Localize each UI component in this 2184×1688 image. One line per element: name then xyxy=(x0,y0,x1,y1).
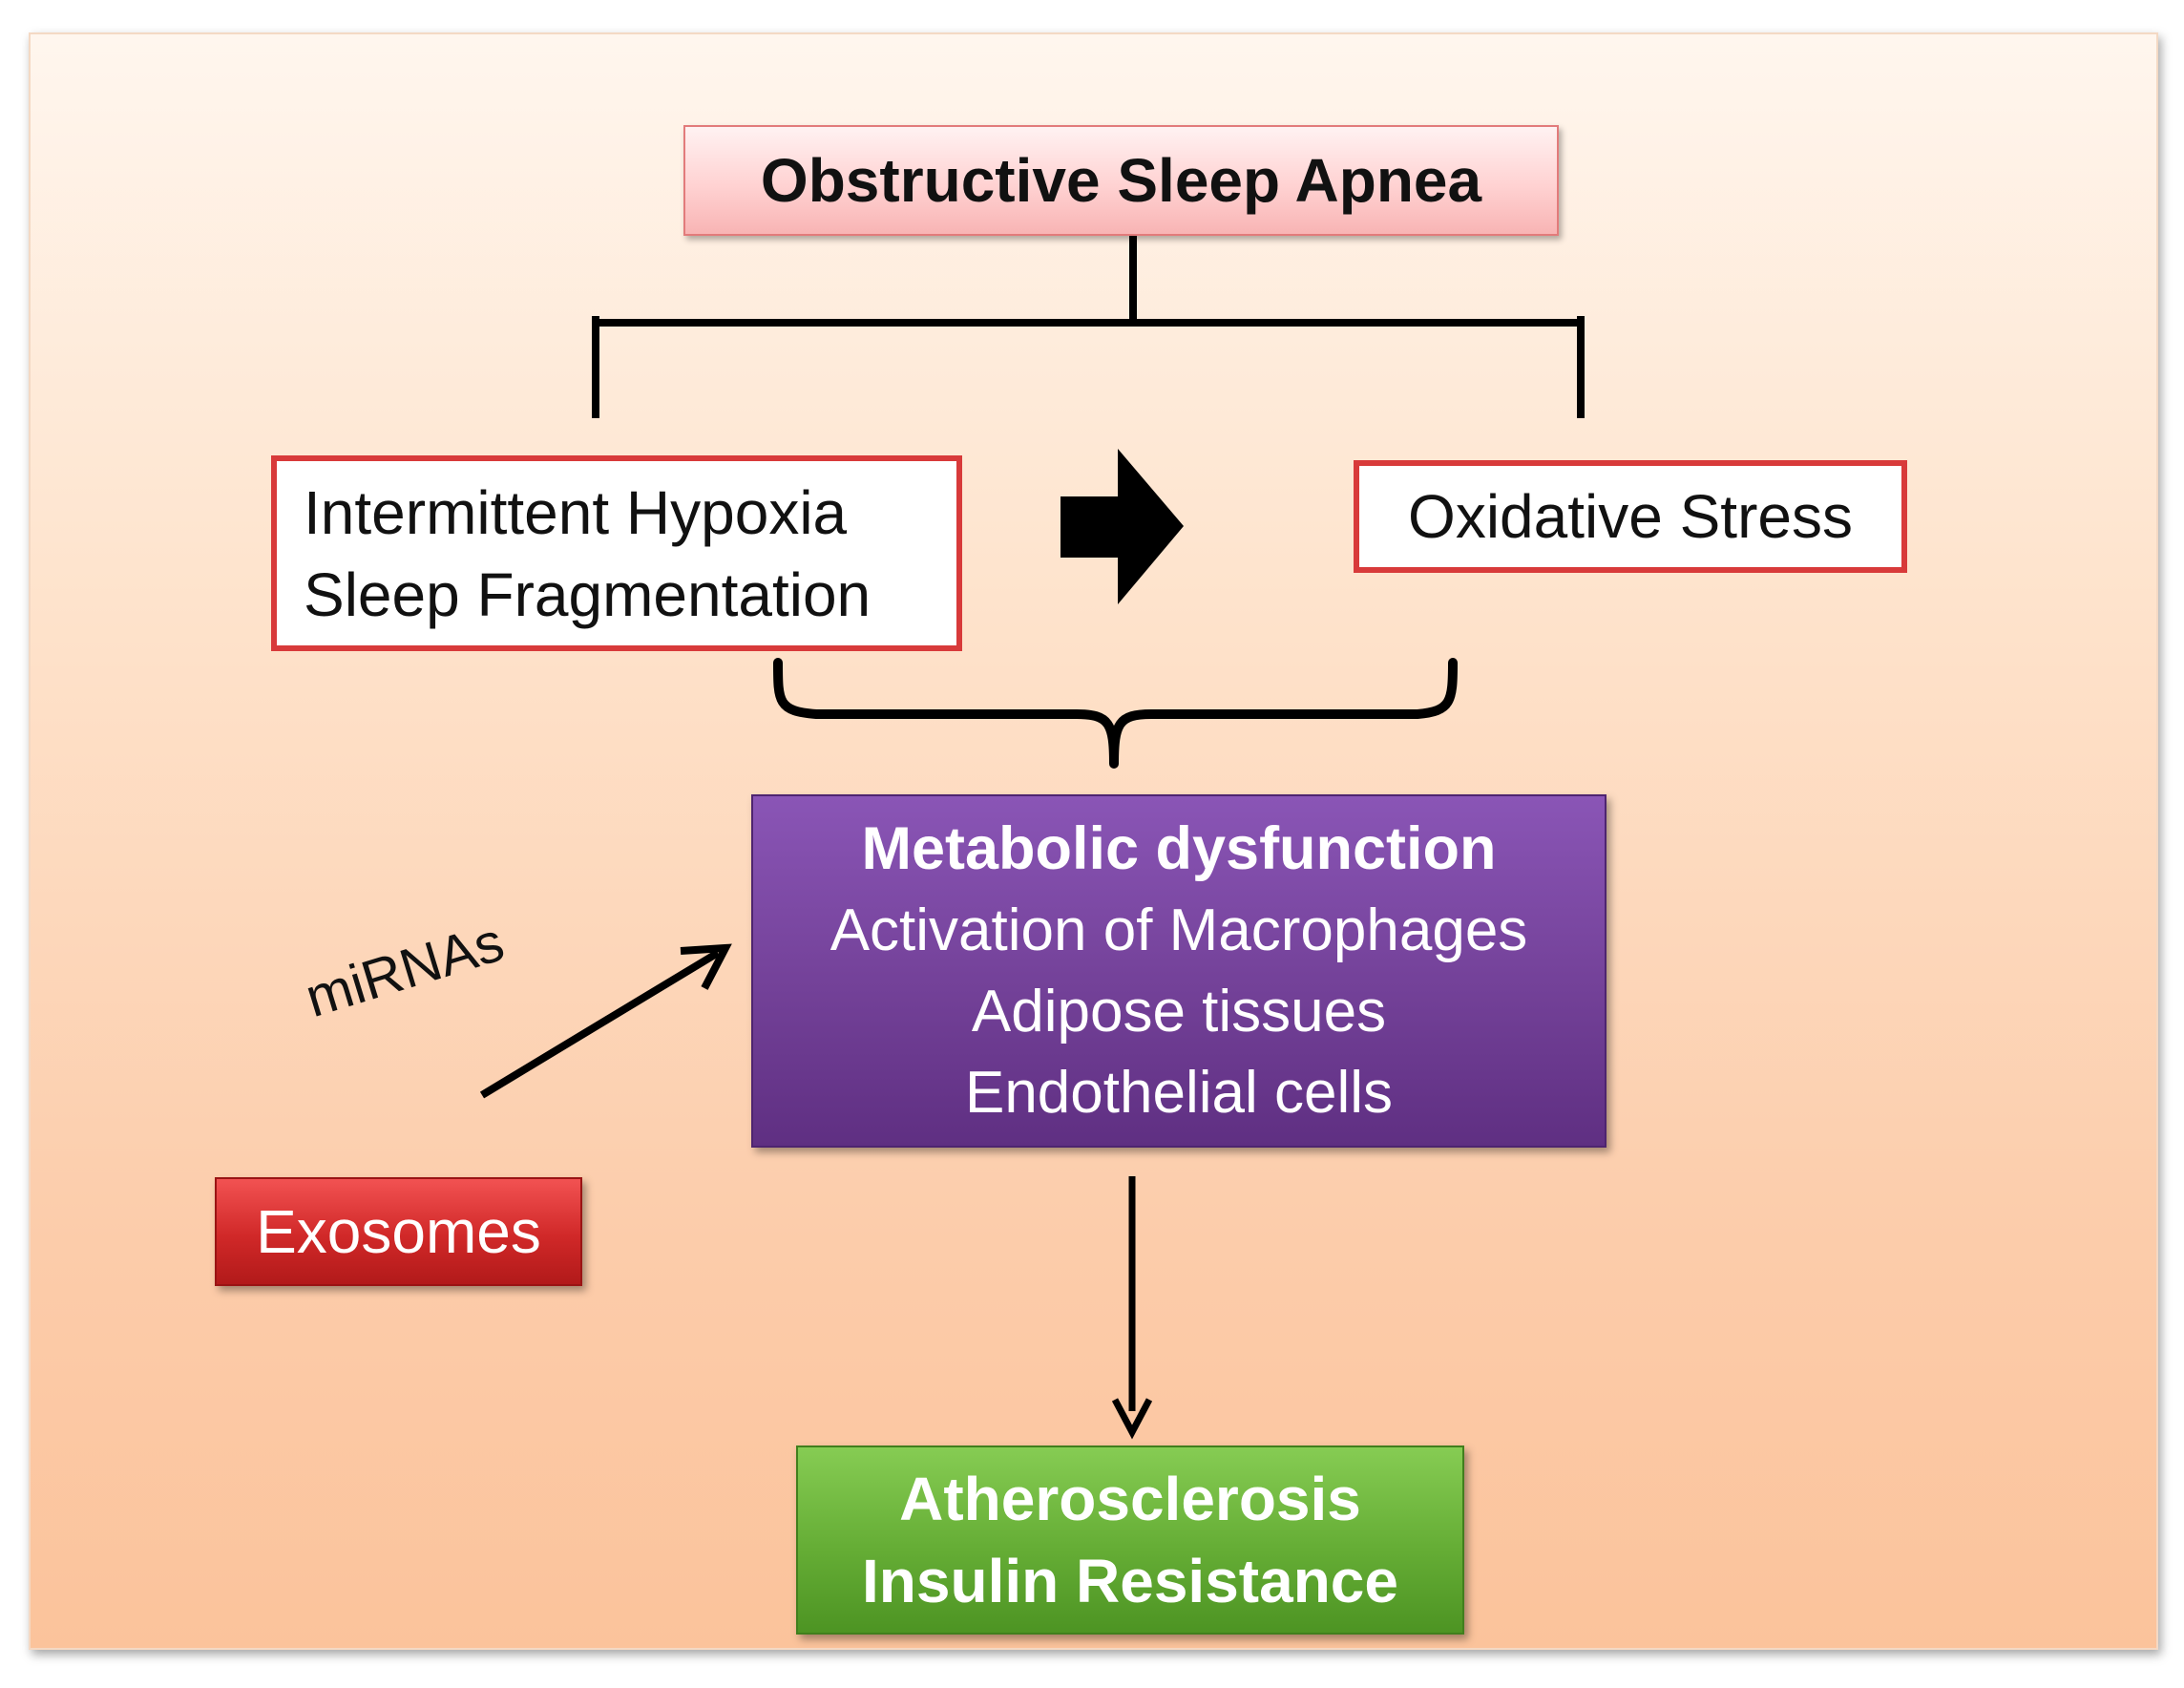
obstructive-sleep-apnea-box: Obstructive Sleep Apnea xyxy=(683,125,1559,236)
metabolic-title: Metabolic dysfunction xyxy=(861,815,1497,882)
effect-label: Oxidative Stress xyxy=(1408,482,1853,551)
exosomes-box: Exosomes xyxy=(215,1177,582,1286)
metabolic-line-1: Activation of Macrophages xyxy=(830,897,1528,963)
oxidative-stress-box: Oxidative Stress xyxy=(1354,460,1907,573)
outcome-line-2: Insulin Resistance xyxy=(862,1547,1398,1615)
intermittent-hypoxia-box: Intermittent Hypoxia Sleep Fragmentation xyxy=(271,455,962,651)
cause-line-1: Intermittent Hypoxia xyxy=(304,477,848,547)
split-bracket xyxy=(592,233,1585,418)
block-right-arrow-icon xyxy=(1060,449,1184,604)
arrow-diagonal-icon xyxy=(479,949,721,1099)
outcome-box: Atherosclerosis Insulin Resistance xyxy=(796,1445,1464,1635)
merge-brace xyxy=(773,658,1458,769)
metabolic-line-2: Adipose tissues xyxy=(971,979,1387,1044)
metabolic-dysfunction-box: Metabolic dysfunction Activation of Macr… xyxy=(751,794,1606,1148)
cause-line-2: Sleep Fragmentation xyxy=(304,559,872,629)
top-box-label: Obstructive Sleep Apnea xyxy=(760,146,1482,215)
outcome-line-1: Atherosclerosis xyxy=(899,1465,1361,1533)
exosomes-label: Exosomes xyxy=(256,1197,541,1266)
metabolic-line-3: Endothelial cells xyxy=(964,1060,1394,1126)
